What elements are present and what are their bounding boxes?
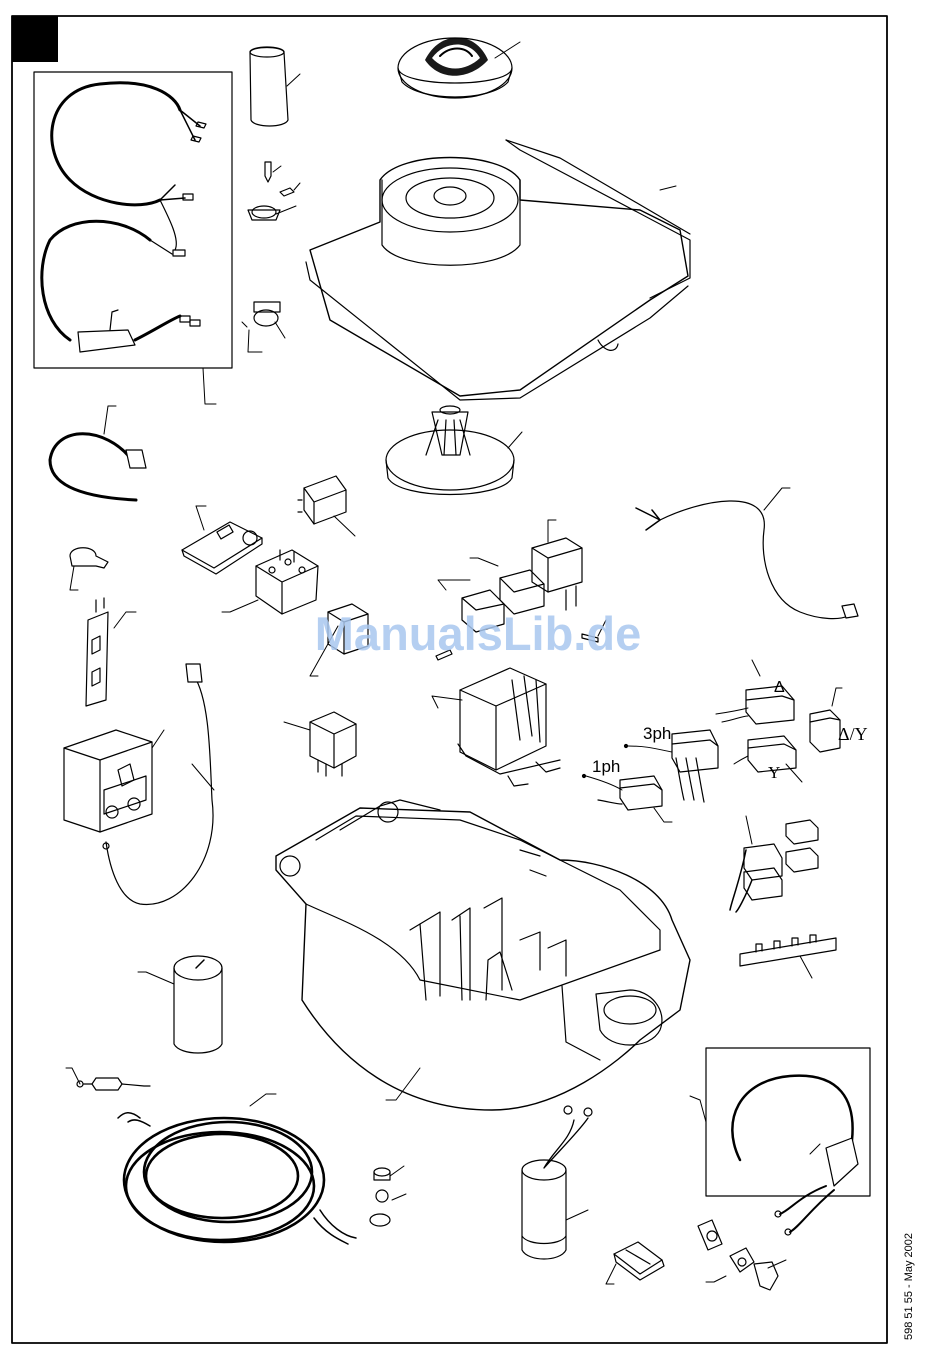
label-three-phase: 3ph — [643, 724, 671, 743]
terminal-connectors — [730, 816, 818, 912]
cable-clip — [70, 548, 108, 590]
busbar-comb — [740, 935, 836, 978]
sensor-cable — [636, 488, 858, 619]
label-star: Y — [768, 763, 780, 782]
lower-housing-base — [276, 800, 690, 1110]
plug-connector — [310, 604, 368, 676]
power-cable-plug — [50, 406, 146, 500]
relay-block — [298, 476, 355, 536]
circuit-board — [182, 506, 262, 574]
contactor — [432, 668, 560, 786]
fuse-link — [66, 1068, 150, 1090]
plug-in-relay — [284, 712, 356, 776]
section-marker-block — [12, 16, 58, 62]
terminal-block — [222, 550, 318, 614]
micro-switches — [438, 558, 544, 632]
light-cover-dome — [398, 38, 520, 99]
phase-wiring-connectors — [583, 660, 843, 822]
heatsink-module — [532, 520, 582, 610]
run-capacitor — [138, 956, 222, 1053]
sensor-cable-kit — [690, 1048, 870, 1235]
remote-battery-pack — [606, 1242, 664, 1284]
label-delta: Δ — [774, 679, 785, 696]
bracket-and-key-parts — [698, 1220, 786, 1290]
label-single-phase: 1ph — [592, 757, 620, 776]
start-capacitor — [522, 1106, 592, 1259]
document-code: 598 51 55 - May 2002 — [903, 1233, 915, 1340]
drive-spindle-carrier — [386, 406, 522, 495]
thermal-protector-parts — [242, 162, 300, 352]
screw-washer-set — [370, 1166, 406, 1226]
rubber-sleeve — [250, 47, 300, 126]
power-cable-coil — [118, 1094, 356, 1244]
label-delta-star: Δ/Y — [838, 724, 868, 744]
small-screw — [436, 620, 606, 660]
wiring-harness-kit — [34, 72, 232, 404]
limit-switch-bracket — [86, 598, 136, 706]
upper-housing — [306, 140, 690, 400]
